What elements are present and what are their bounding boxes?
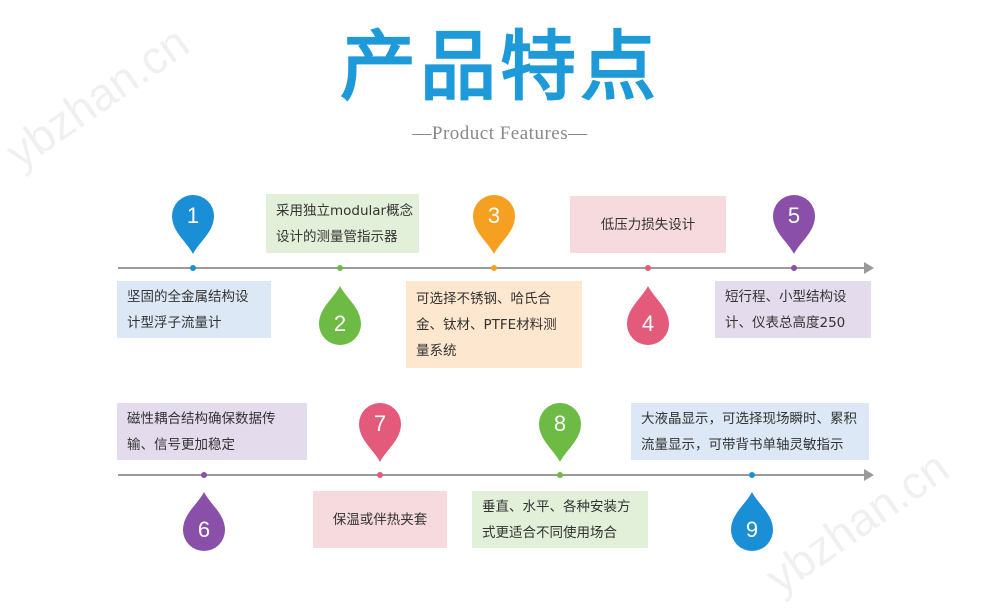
feature-number: 9: [746, 517, 758, 542]
drop-marker-8: 8: [537, 400, 583, 464]
timeline-dot-4: [645, 265, 651, 271]
drop-icon: 9: [731, 492, 773, 551]
drop-shape: [319, 286, 361, 345]
feature-box-4: 低压力损失设计: [570, 196, 726, 253]
feature-box-8: 垂直、水平、各种安装方式更适合不同使用场合: [472, 491, 648, 548]
watermark-bottom-right: ybzhan.cn: [756, 440, 958, 604]
timeline-dot-2: [337, 265, 343, 271]
arrow-right-icon: [864, 469, 874, 481]
feature-text-line: 流量显示，可带背书单轴灵敏指示: [641, 436, 844, 453]
drop-marker-5: 5: [771, 192, 817, 256]
feature-text-line: 金、钛材、PTFE材料测: [416, 316, 557, 333]
drop-shape: [731, 492, 773, 551]
feature-number: 8: [554, 411, 566, 436]
feature-text-line: 保温或伴热夹套: [332, 511, 428, 528]
drop-shape: [359, 403, 401, 462]
feature-number: 3: [488, 203, 500, 228]
drop-marker-7: 7: [357, 400, 403, 464]
feature-text-line: 采用独立modular概念: [276, 202, 414, 219]
timeline-dot-5: [791, 265, 797, 271]
feature-text-line: 设计的测量管指示器: [276, 228, 398, 245]
page-title: 产品特点: [340, 22, 660, 111]
feature-text-line: 计、仪表总高度250: [725, 314, 846, 331]
drop-icon: 1: [172, 195, 214, 254]
arrow-right-icon: [864, 262, 874, 274]
drop-marker-2: 2: [317, 284, 363, 348]
drop-shape: [473, 195, 515, 254]
drop-marker-1: 1: [170, 192, 216, 256]
drop-icon: 8: [539, 403, 581, 462]
drop-icon: 2: [319, 286, 361, 345]
timeline-dot-7: [377, 472, 383, 478]
drop-marker-6: 6: [181, 490, 227, 554]
feature-number: 1: [187, 203, 199, 228]
drop-shape: [172, 195, 214, 254]
feature-text-line: 量系统: [416, 342, 457, 359]
feature-number: 7: [374, 411, 386, 436]
timeline-dot-3: [491, 265, 497, 271]
timeline-dot-1: [190, 265, 196, 271]
drop-shape: [539, 403, 581, 462]
drop-icon: 4: [627, 286, 669, 345]
feature-box-7: 保温或伴热夹套: [313, 491, 447, 548]
feature-text-line: 磁性耦合结构确保数据传: [127, 410, 276, 427]
timeline-dot-9: [749, 472, 755, 478]
drop-marker-4: 4: [625, 284, 671, 348]
feature-number: 2: [334, 311, 346, 336]
feature-box-1: 坚固的全金属结构设计型浮子流量计: [117, 281, 271, 338]
feature-text-line: 坚固的全金属结构设: [127, 288, 249, 305]
timeline-dot-6: [201, 472, 207, 478]
feature-number: 5: [788, 203, 800, 228]
feature-text-line: 输、信号更加稳定: [127, 436, 235, 453]
drop-shape: [183, 492, 225, 551]
drop-shape: [773, 195, 815, 254]
feature-text-line: 式更适合不同使用场合: [482, 524, 617, 541]
feature-text-line: 可选择不锈钢、哈氏合: [416, 290, 551, 307]
feature-box-2: 采用独立modular概念设计的测量管指示器: [266, 194, 419, 253]
drop-shape: [627, 286, 669, 345]
drop-icon: 5: [773, 195, 815, 254]
drop-marker-9: 9: [729, 490, 775, 554]
page-subtitle: —Product Features—: [412, 123, 588, 144]
feature-box-3: 可选择不锈钢、哈氏合金、钛材、PTFE材料测量系统: [406, 281, 582, 368]
feature-text-line: 计型浮子流量计: [127, 314, 222, 331]
timeline-dot-8: [557, 472, 563, 478]
timeline-row-2: [118, 469, 874, 481]
feature-text-line: 低压力损失设计: [600, 216, 696, 233]
drop-icon: 6: [183, 492, 225, 551]
feature-text-line: 大液晶显示，可选择现场瞬时、累积: [641, 410, 857, 427]
feature-number: 4: [642, 311, 654, 336]
feature-box-6: 磁性耦合结构确保数据传输、信号更加稳定: [117, 403, 307, 460]
drop-icon: 3: [473, 195, 515, 254]
feature-number: 6: [198, 517, 210, 542]
drop-icon: 7: [359, 403, 401, 462]
feature-box-9: 大液晶显示，可选择现场瞬时、累积流量显示，可带背书单轴灵敏指示: [631, 403, 869, 460]
drop-marker-3: 3: [471, 192, 517, 256]
feature-text-line: 垂直、水平、各种安装方: [482, 498, 631, 515]
feature-text-line: 短行程、小型结构设: [725, 288, 847, 305]
feature-box-5: 短行程、小型结构设计、仪表总高度250: [715, 281, 871, 338]
